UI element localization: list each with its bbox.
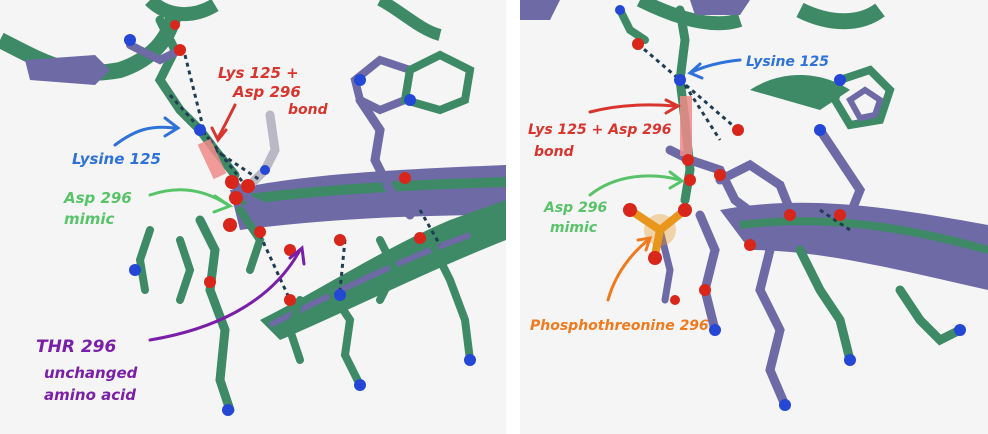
- lysine-label-right: Lysine 125: [746, 54, 829, 70]
- bond-label-line3: bond: [288, 102, 329, 118]
- bond-label-right-line2: bond: [534, 144, 575, 160]
- lys-asp-bond-highlight-right: [680, 96, 692, 156]
- thr-label-line2: unchanged: [44, 364, 138, 382]
- left-structure-render: Lys 125 + Asp 296 bond Lysine 125 Asp 29…: [0, 0, 506, 416]
- atoms-left: [124, 20, 476, 416]
- thr-label-line1: THR 296: [36, 337, 116, 357]
- bond-label-line1: Lys 125 +: [218, 64, 299, 82]
- lysine-label: Lysine 125: [72, 150, 161, 168]
- bond-label-right-line1: Lys 125 + Asp 296: [528, 122, 672, 138]
- protein-ribbon-left: [0, 0, 506, 340]
- hydrogen-bonds-right: [637, 42, 851, 232]
- asp-mimic-label-right-line2: mimic: [550, 220, 598, 236]
- bond-label-line2: Asp 296: [232, 83, 301, 101]
- left-structure-panel: Lys 125 + Asp 296 bond Lysine 125 Asp 29…: [0, 0, 506, 416]
- phosphothreonine-label: Phosphothreonine 296: [530, 318, 709, 334]
- right-structure-render: Lysine 125 Lys 125 + Asp 296 bond Asp 29…: [520, 0, 988, 411]
- annotation-arrows-right: [588, 58, 742, 302]
- residue-sticks-left: [126, 15, 475, 415]
- asp-mimic-label-line2: mimic: [64, 210, 115, 228]
- right-structure-panel: Lysine 125 Lys 125 + Asp 296 bond Asp 29…: [520, 0, 988, 434]
- atoms-right: [615, 5, 966, 411]
- phosphothreonine-group: [623, 203, 692, 265]
- lys-asp-bond-highlight: [197, 138, 227, 180]
- asp-mimic-label-right-line1: Asp 296: [543, 200, 608, 216]
- thr-label-line3: amino acid: [44, 386, 136, 404]
- annotation-arrows-left: [113, 103, 306, 342]
- asp-mimic-label-line1: Asp 296: [63, 189, 132, 207]
- protein-ribbon-right: [520, 0, 988, 290]
